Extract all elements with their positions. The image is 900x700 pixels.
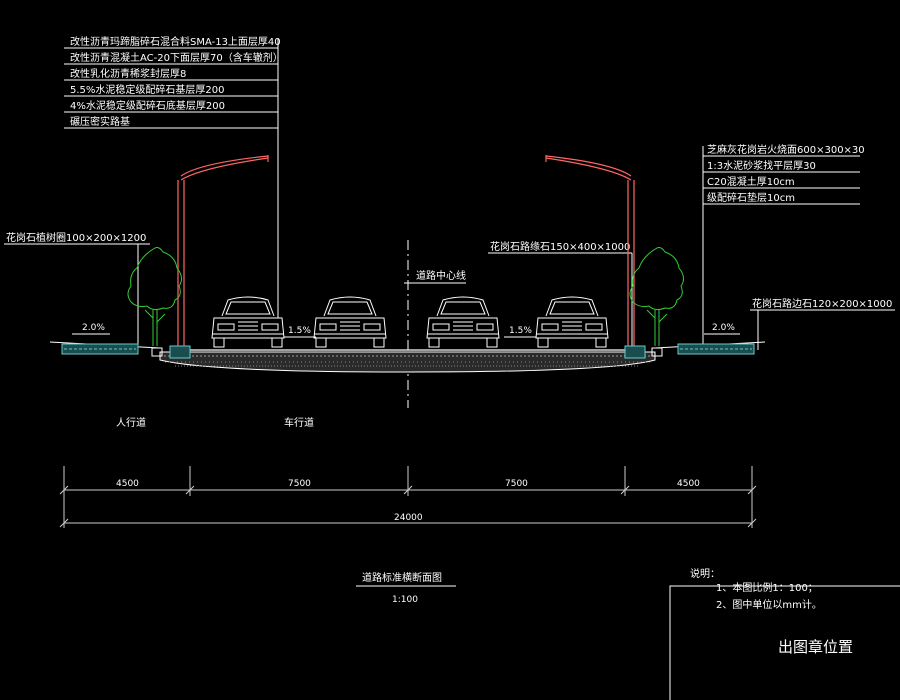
slope-right-walk: 2.0%: [712, 323, 735, 333]
dimension-lines: [59, 466, 757, 528]
pavement-layer-4: 5.5%水泥稳定级配碎石基层厚200: [70, 83, 225, 96]
stamp-box: [669, 585, 900, 700]
pavement-layer-6: 碾压密实路基: [70, 115, 130, 128]
notes-heading: 说明：: [690, 567, 720, 580]
slope-left-walk: 2.0%: [82, 323, 105, 333]
road-cross-section: [49, 341, 766, 373]
cars-group: [211, 296, 609, 348]
sidewalk-layers-callout: [702, 146, 860, 345]
sidewalk-layer-1: 芝麻灰花岗岩火烧面600×300×30: [707, 143, 865, 156]
pavement-layer-1: 改性沥青玛蹄脂碎石混合料SMA-13上面层厚40: [70, 35, 281, 48]
tree-pit-label: 花岗石植树圈100×200×1200: [6, 231, 146, 244]
street-lamp-left: [177, 155, 269, 346]
dim-segment-4: 4500: [677, 479, 700, 489]
car-3: [426, 296, 500, 348]
zone-sidewalk-label: 人行道: [116, 416, 146, 429]
edge-stone-label: 花岗石路边石120×200×1000: [752, 297, 892, 310]
pavement-layers-callout: [64, 38, 279, 318]
car-1: [211, 296, 285, 348]
zone-carriageway-label: 车行道: [284, 416, 314, 429]
centerline-label: 道路中心线: [416, 269, 466, 282]
car-2: [313, 296, 387, 348]
sidewalk-layer-4: 级配碎石垫层10cm: [707, 191, 795, 204]
curb-stone-leader: [488, 252, 633, 350]
sidewalk-layer-2: 1:3水泥砂浆找平层厚30: [707, 159, 816, 172]
pavement-layer-3: 改性乳化沥青稀浆封层厚8: [70, 67, 186, 80]
pavement-layer-5: 4%水泥稳定级配碎石底基层厚200: [70, 99, 225, 112]
slope-right-lane: 1.5%: [509, 326, 532, 336]
dim-total: 24000: [394, 513, 423, 523]
street-lamp-right: [545, 155, 635, 346]
note-item-1: 1、本图比例1：100；: [716, 581, 818, 594]
note-item-2: 2、图中单位以mm计。: [716, 598, 822, 611]
drawing-scale: 1:100: [392, 595, 418, 605]
dim-segment-1: 4500: [116, 479, 139, 489]
curb-stone-label: 花岗石路缘石150×400×1000: [490, 240, 630, 253]
car-4: [535, 296, 609, 348]
drawing-title: 道路标准横断面图: [362, 571, 442, 584]
edge-stone-leader: [750, 309, 895, 350]
dim-segment-2: 7500: [288, 479, 311, 489]
tree-left: [127, 247, 183, 346]
dim-segment-3: 7500: [505, 479, 528, 489]
pavement-layer-2: 改性沥青混凝土AC-20下面层厚70（含车辙剂）: [70, 51, 283, 64]
stamp-box-label: 出图章位置: [778, 638, 853, 656]
tree-right: [629, 247, 685, 346]
tree-pit-leader: [4, 243, 150, 350]
slope-left-lane: 1.5%: [288, 326, 311, 336]
sidewalk-layer-3: C20混凝土厚10cm: [707, 175, 795, 188]
